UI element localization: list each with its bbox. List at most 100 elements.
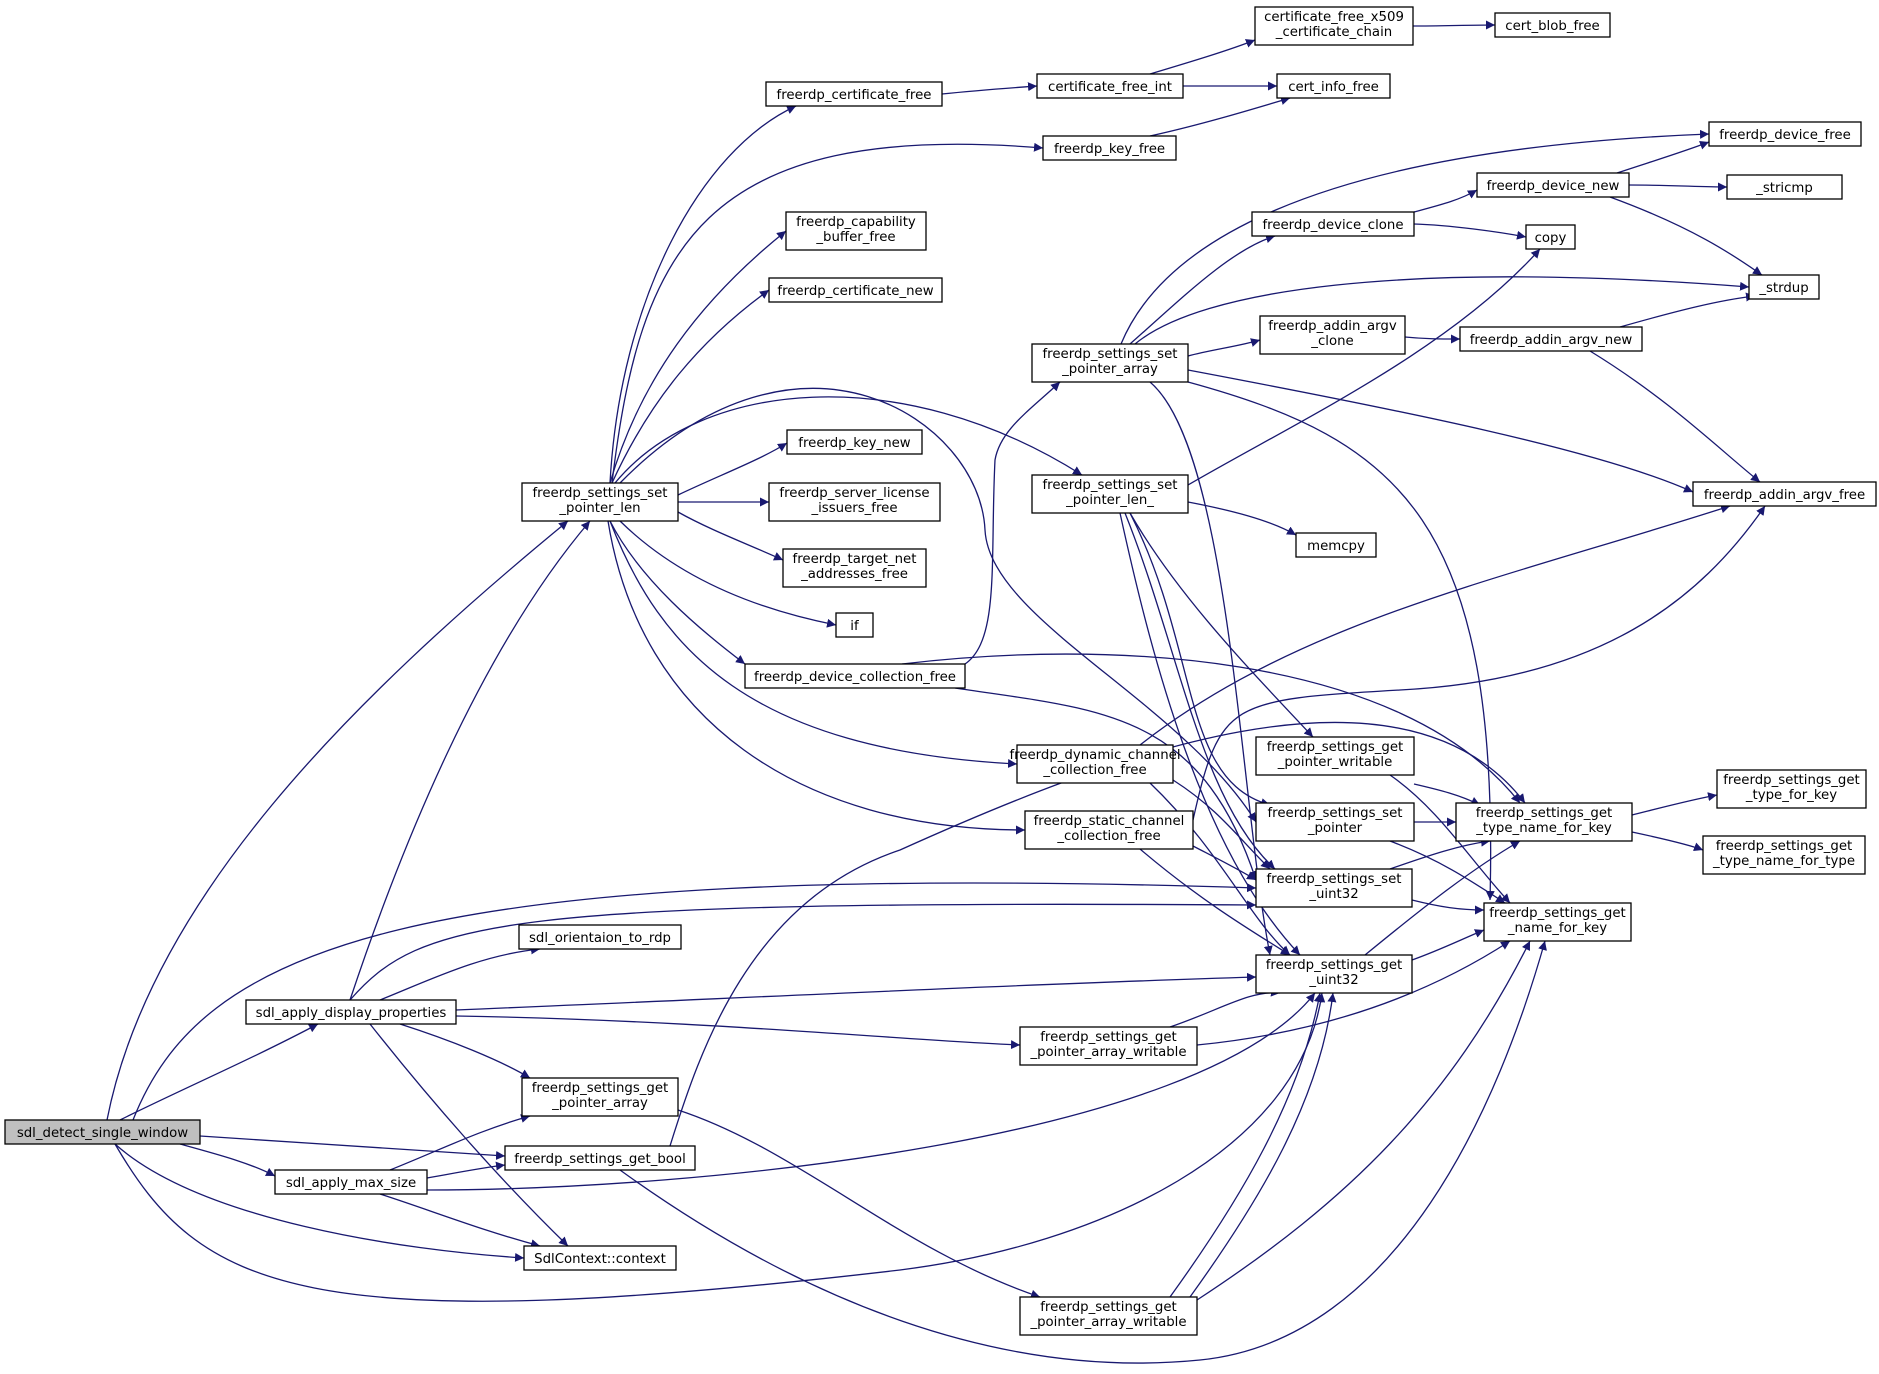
function-node-freerdp-settings-get-type-name-for-type[interactable]: freerdp_settings_get_type_name_for_type [1702, 835, 1866, 875]
function-node-freerdp-static-channel-collection-free[interactable]: freerdp_static_channel_collection_free [1024, 810, 1194, 850]
call-edge-n0-to-n41 [199, 1135, 506, 1160]
function-node-freerdp-addin-argv-free[interactable]: freerdp_addin_argv_free [1692, 481, 1877, 507]
function-node-cert-blob-free[interactable]: cert_blob_free [1494, 12, 1611, 38]
call-edge-n18-to-n28 [1187, 501, 1297, 536]
call-edge-n3-to-n4 [1149, 39, 1256, 75]
call-edge-n17-to-n19 [1129, 234, 1276, 345]
function-node-freerdp-certificate-free[interactable]: freerdp_certificate_free [765, 81, 943, 107]
function-node-freerdp-settings-get-name-for-key[interactable]: freerdp_settings_get_name_for_key [1483, 902, 1632, 942]
function-node-freerdp-settings-set-pointer-array[interactable]: freerdp_settings_set_pointer_array [1031, 343, 1189, 383]
function-node-box [1483, 902, 1632, 942]
function-node-freerdp-addin-argv-clone[interactable]: freerdp_addin_argv_clone [1259, 315, 1406, 355]
function-node-freerdp-settings-set-pointer-len[interactable]: freerdp_settings_set_pointer_len [521, 482, 679, 522]
function-node-freerdp-settings-get-uint32[interactable]: freerdp_settings_get_uint32 [1255, 954, 1413, 994]
function-node-freerdp-settings-get-type-for-key[interactable]: freerdp_settings_get_type_for_key [1716, 769, 1867, 809]
function-node-label: freerdp_device_collection_free [754, 670, 956, 685]
function-node-sdl-apply-display-properties[interactable]: sdl_apply_display_properties [245, 999, 457, 1025]
function-node-label: _pointer_len_ [1065, 493, 1154, 508]
function-node-label: sdl_apply_max_size [286, 1176, 416, 1191]
function-node-freerdp-settings-set-pointer[interactable]: freerdp_settings_set_pointer [1255, 802, 1415, 842]
function-node-label: freerdp_static_channel [1034, 814, 1185, 829]
function-node-freerdp-key-new[interactable]: freerdp_key_new [786, 429, 923, 455]
call-edge-n16-to-n27 [1192, 505, 1766, 821]
function-node-freerdp-device-free[interactable]: freerdp_device_free [1708, 121, 1862, 147]
function-node-label: _type_for_key [1745, 788, 1837, 803]
function-node-freerdp-settings-get-pointer-array-writable[interactable]: freerdp_settings_get_pointer_array_writa… [1019, 1026, 1198, 1066]
function-node-label: _pointer_writable [1277, 755, 1393, 770]
function-node-label: _pointer [1307, 821, 1363, 836]
function-node-freerdp-key-free[interactable]: freerdp_key_free [1042, 135, 1177, 161]
call-edges [106, 20, 1766, 1364]
call-edge-n44-to-n35 [1196, 940, 1531, 1301]
function-node-label: _collection_free [1042, 763, 1146, 778]
function-node-box [1259, 315, 1406, 355]
call-edge-n1-to-n10 [677, 442, 788, 496]
call-edge-n42-to-n41 [426, 1161, 506, 1179]
call-edge-n39-to-n36 [1169, 987, 1281, 1028]
function-node-box [1476, 172, 1630, 198]
call-edge-n1-to-n2 [609, 105, 797, 484]
function-node-label: _pointer_array_writable [1029, 1315, 1186, 1330]
function-node-box [1692, 481, 1877, 507]
function-node-freerdp-settings-get-pointer-array[interactable]: freerdp_settings_get_pointer_array [521, 1077, 679, 1117]
function-node-box [782, 548, 927, 588]
call-edge-n25-to-n26 [1404, 334, 1461, 344]
call-edge-n17-to-n24 [1134, 276, 1750, 345]
call-edge-n19-to-n23 [1413, 223, 1527, 240]
call-edge-n38-to-n1 [349, 520, 591, 1001]
call-edge-n4-to-n5 [1412, 20, 1496, 30]
function-node-box [1031, 343, 1189, 383]
function-node-label: _pointer_array_writable [1029, 1045, 1186, 1060]
function-node-freerdp-capability-buffer-free[interactable]: freerdp_capability_buffer_free [785, 211, 927, 251]
call-edge-n38-to-n37 [379, 945, 541, 1001]
call-edge-n38-to-n34 [349, 900, 1257, 1001]
function-node-freerdp-settings-set-pointer-len[interactable]: freerdp_settings_set_pointer_len_ [1031, 474, 1189, 514]
function-node-label: freerdp_addin_argv_new [1470, 333, 1633, 348]
function-node-stricmp[interactable]: _stricmp [1726, 174, 1843, 200]
function-node-label: freerdp_settings_get [532, 1081, 669, 1096]
function-node-label: copy [1535, 231, 1567, 246]
function-node-freerdp-settings-get-type-name-for-key[interactable]: freerdp_settings_get_type_name_for_key [1455, 802, 1633, 842]
function-node-label: _type_name_for_key [1475, 821, 1612, 836]
function-node-label: cert_blob_free [1505, 19, 1599, 34]
function-node-freerdp-settings-set-uint32[interactable]: freerdp_settings_set_uint32 [1255, 868, 1413, 908]
call-edge-n1-to-n9 [611, 289, 770, 484]
function-node-freerdp-dynamic-channel-collection-free[interactable]: freerdp_dynamic_channel_collection_free [1009, 744, 1181, 784]
function-node-freerdp-device-collection-free[interactable]: freerdp_device_collection_free [744, 663, 966, 689]
function-node-cert-info-free[interactable]: cert_info_free [1276, 73, 1391, 99]
function-node-box [1494, 12, 1611, 38]
function-node-sdl-detect-single-window[interactable]: sdl_detect_single_window [4, 1119, 201, 1145]
function-node-freerdp-server-license-issuers-free[interactable]: freerdp_server_license_issuers_free [768, 482, 941, 522]
function-node-box [1726, 174, 1843, 200]
call-edge-n1-to-n8 [609, 230, 787, 484]
function-node-strdup[interactable]: _strdup [1748, 274, 1820, 300]
function-node-label: sdl_orientaion_to_rdp [529, 931, 671, 946]
call-edge-n1-to-n7 [611, 142, 1044, 484]
function-node-certificate-free-x509-certificate-chain[interactable]: certificate_free_x509_certificate_chain [1254, 6, 1414, 46]
function-node-certificate-free-int[interactable]: certificate_free_int [1036, 73, 1184, 99]
function-node-freerdp-addin-argv-new[interactable]: freerdp_addin_argv_new [1459, 326, 1643, 352]
function-node-freerdp-settings-get-pointer-writable[interactable]: freerdp_settings_get_pointer_writable [1255, 736, 1415, 776]
call-edge-n0-to-n43 [114, 1143, 525, 1262]
function-nodes: sdl_detect_single_window freerdp_settings… [4, 6, 1877, 1336]
function-node-freerdp-device-new[interactable]: freerdp_device_new [1476, 172, 1630, 198]
function-node-box [1708, 121, 1862, 147]
call-edge-n41-to-n31 [669, 721, 1526, 1147]
call-edge-n36-to-n31 [1364, 840, 1521, 956]
function-node-freerdp-settings-get-bool[interactable]: freerdp_settings_get_bool [504, 1145, 696, 1171]
function-node-sdl-orientaion-to-rdp[interactable]: sdl_orientaion_to_rdp [518, 924, 682, 950]
function-node-freerdp-certificate-new[interactable]: freerdp_certificate_new [768, 277, 943, 303]
function-node-sdlcontext-context[interactable]: SdlContext::context [523, 1245, 677, 1271]
function-node-freerdp-target-net-addresses-free[interactable]: freerdp_target_net_addresses_free [782, 548, 927, 588]
function-node-copy[interactable]: copy [1525, 224, 1576, 250]
function-node-box [1036, 73, 1184, 99]
function-node-freerdp-settings-get-pointer-array-writable[interactable]: freerdp_settings_get_pointer_array_writa… [1019, 1296, 1198, 1336]
function-node-if[interactable]: if [835, 612, 874, 638]
function-node-freerdp-device-clone[interactable]: freerdp_device_clone [1251, 211, 1415, 237]
call-edge-n0-to-n34 [132, 882, 1257, 1121]
function-node-memcpy[interactable]: memcpy [1295, 532, 1377, 558]
function-node-sdl-apply-max-size[interactable]: sdl_apply_max_size [274, 1169, 428, 1195]
call-edge-n18-to-n23 [1187, 248, 1541, 486]
call-edge-n1-to-n14 [609, 520, 746, 665]
